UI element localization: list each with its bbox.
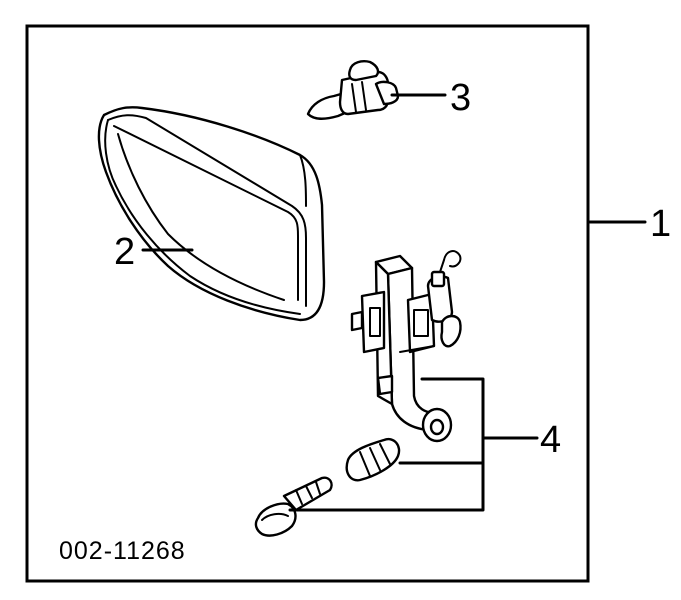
part-number: 002-11268	[59, 537, 186, 565]
bolt-part	[254, 476, 333, 537]
leader-bracket-4	[288, 377, 539, 512]
diagram-frame	[25, 24, 590, 583]
callout-2: 2	[114, 231, 135, 273]
bracket-part	[350, 250, 462, 443]
lamp-lens-part	[97, 106, 326, 322]
adjuster-screw-part	[345, 437, 401, 482]
bulb-part	[306, 60, 400, 120]
callout-4: 4	[540, 419, 561, 461]
callout-3: 3	[450, 77, 471, 119]
callout-1: 1	[650, 203, 671, 245]
